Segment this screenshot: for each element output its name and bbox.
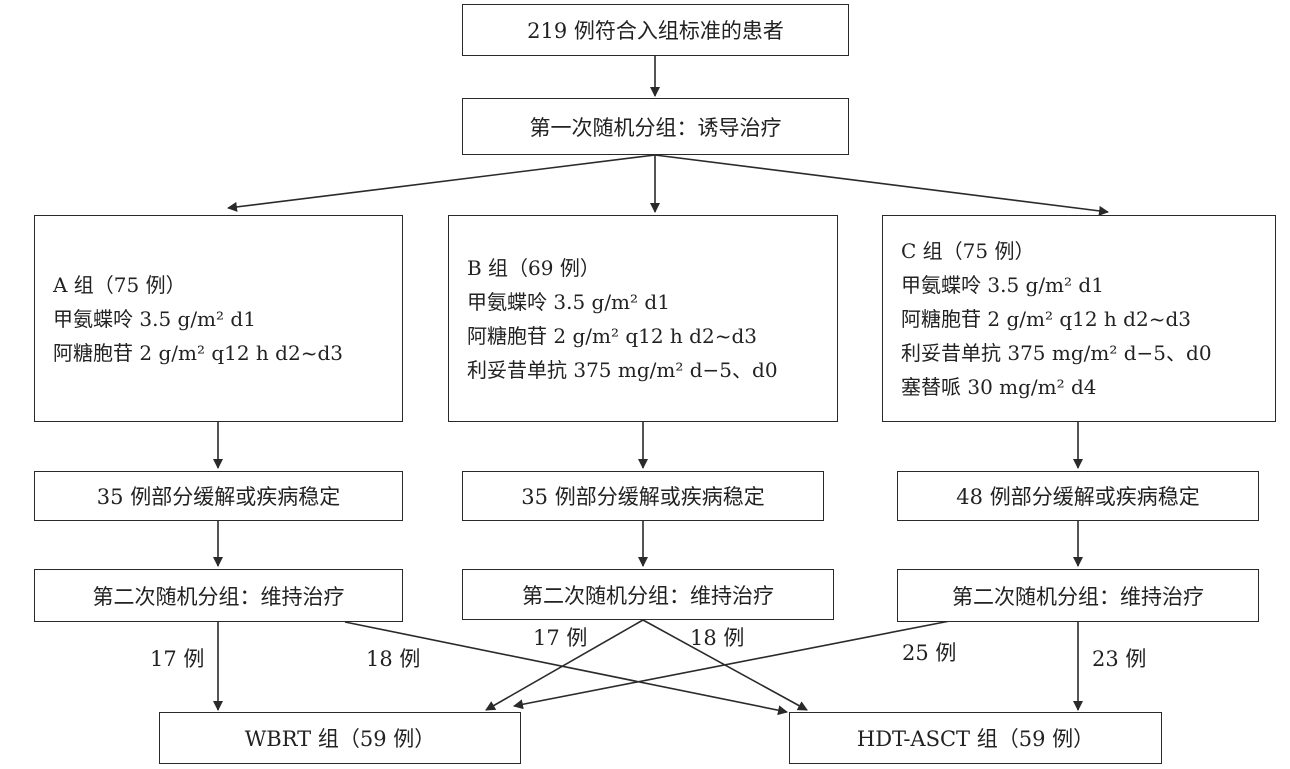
group-c-box: C 组（75 例） 甲氨蝶呤 3.5 g/m² d1 阿糖胞苷 2 g/m² q…: [882, 215, 1276, 422]
group-c-drug-4: 塞替哌 30 mg/m² d4: [901, 374, 1097, 399]
count-c-wbrt: 25 例: [902, 641, 957, 665]
wbrt-group-box: WBRT 组（59 例）: [159, 712, 521, 764]
group-b-title: B 组（69 例）: [467, 255, 600, 280]
arrow-rand1-to-a: [227, 154, 656, 212]
group-b-second-randomization-box: 第二次随机分组：维持治疗: [462, 569, 834, 620]
group-b-box: B 组（69 例） 甲氨蝶呤 3.5 g/m² d1 阿糖胞苷 2 g/m² q…: [448, 215, 838, 422]
group-c-drug-2: 阿糖胞苷 2 g/m² q12 h d2~d3: [901, 306, 1191, 331]
group-b-response-box: 35 例部分缓解或疾病稳定: [462, 471, 824, 521]
group-c-drug-1: 甲氨蝶呤 3.5 g/m² d1: [901, 272, 1104, 297]
group-c-response-box: 48 例部分缓解或疾病稳定: [897, 471, 1259, 521]
count-b-wbrt: 17 例: [533, 626, 588, 650]
group-b-drug-2: 阿糖胞苷 2 g/m² q12 h d2~d3: [467, 323, 757, 348]
count-c-hdt: 23 例: [1092, 647, 1147, 671]
group-a-drug-1: 甲氨蝶呤 3.5 g/m² d1: [53, 306, 256, 331]
group-c-title: C 组（75 例）: [901, 238, 1035, 263]
group-b-drug-3: 利妥昔单抗 375 mg/m² d−5、d0: [467, 357, 778, 382]
group-a-title: A 组（75 例）: [53, 272, 186, 297]
arrow-b-to-wbrt: [485, 619, 644, 711]
enrolled-patients-box: 219 例符合入组标准的患者: [462, 4, 849, 56]
arrow-a-to-hdt: [344, 621, 788, 716]
group-a-second-randomization-box: 第二次随机分组：维持治疗: [34, 569, 403, 622]
count-a-wbrt: 17 例: [150, 647, 205, 671]
first-randomization-box: 第一次随机分组：诱导治疗: [462, 98, 849, 155]
group-c-drug-3: 利妥昔单抗 375 mg/m² d−5、d0: [901, 340, 1212, 365]
count-a-hdt: 18 例: [366, 647, 421, 671]
group-c-second-randomization-box: 第二次随机分组：维持治疗: [897, 569, 1259, 622]
arrow-rand1-to-c: [654, 154, 1109, 216]
hdt-asct-group-box: HDT-ASCT 组（59 例）: [789, 712, 1162, 764]
group-a-drug-2: 阿糖胞苷 2 g/m² q12 h d2~d3: [53, 340, 343, 365]
group-b-drug-1: 甲氨蝶呤 3.5 g/m² d1: [467, 289, 670, 314]
arrow-c-to-wbrt: [513, 619, 956, 710]
count-b-hdt: 18 例: [690, 626, 745, 650]
group-a-box: A 组（75 例） 甲氨蝶呤 3.5 g/m² d1 阿糖胞苷 2 g/m² q…: [34, 215, 403, 422]
group-a-response-box: 35 例部分缓解或疾病稳定: [34, 471, 403, 521]
